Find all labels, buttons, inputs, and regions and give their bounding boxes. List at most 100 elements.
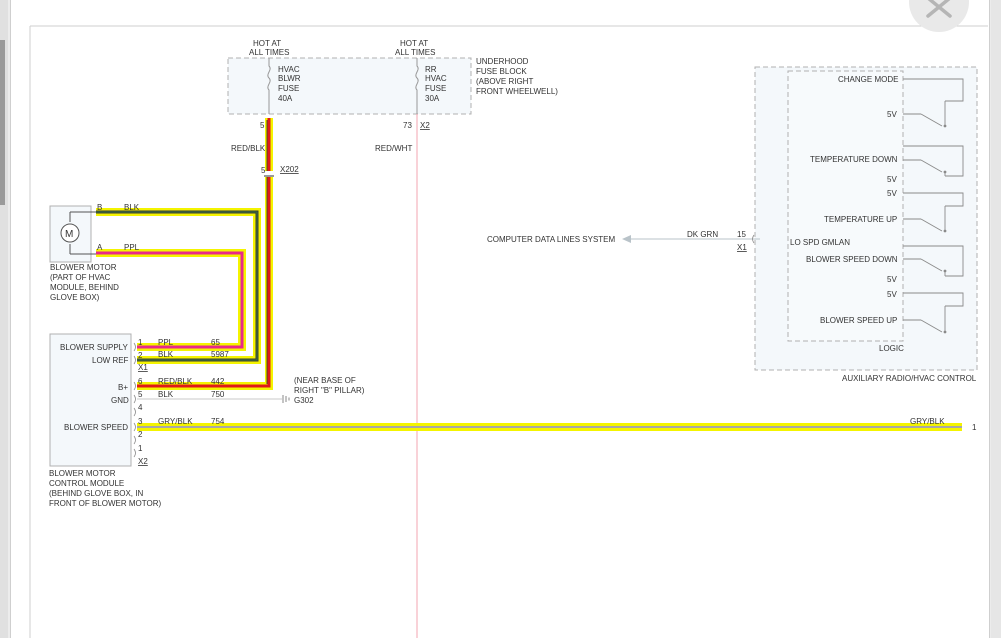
control-module-box (49, 333, 132, 467)
ppl-wire (96, 251, 244, 349)
hot-at-all-times-1a: HOT AT (253, 39, 281, 48)
cm-connector-x2: X2 (138, 457, 148, 466)
computer-data-lines-label: COMPUTER DATA LINES SYSTEM (487, 235, 616, 244)
fuse2-line4: 30A (425, 94, 440, 103)
x202-pin: 5 (261, 166, 266, 175)
lo-spd-gmlan-label: LO SPD GMLAN (790, 238, 850, 247)
row-ppl-color: PPL (158, 338, 174, 347)
blower-motor-label-1: BLOWER MOTOR (50, 263, 117, 272)
fuse1-line4: 40A (278, 94, 293, 103)
red-wht-label: RED/WHT (375, 144, 412, 153)
red-blk-wire (137, 118, 271, 388)
fuse2-line3: FUSE (425, 84, 446, 93)
control-module-label-1: BLOWER MOTOR (49, 469, 116, 478)
row-blk750-color: BLK (158, 390, 174, 399)
blower-motor-label-2: (PART OF HVAC (50, 273, 111, 282)
blower-motor-label-3: MODULE, BEHIND (50, 283, 119, 292)
fuse-block-label-4: FRONT WHEELWELL) (476, 87, 558, 96)
data-arrow-icon (622, 235, 631, 243)
gry-blk-right-label: GRY/BLK (910, 417, 945, 426)
control-module-label-2: CONTROL MODULE (49, 479, 124, 488)
blower-up-label: BLOWER SPEED UP (820, 316, 897, 325)
row-gryblk-circuit: 754 (211, 417, 225, 426)
row-blk-color: BLK (158, 350, 174, 359)
fuse-pin-5: 5 (260, 121, 265, 130)
fivev-label-2: 5V (887, 175, 897, 184)
logic-label: LOGIC (879, 344, 904, 353)
cm-pin-2b: 2 (138, 430, 143, 439)
ground-id: G302 (294, 396, 314, 405)
aux-connector-arc (752, 234, 755, 244)
cm-pin-6: 6 (138, 377, 143, 386)
fuse-block-label-3: (ABOVE RIGHT (476, 77, 533, 86)
fuse-connector-x2: X2 (420, 121, 430, 130)
fuse1-line1: HVAC (278, 65, 300, 74)
cm-pin-1a: 1 (138, 338, 143, 347)
fuse-pin-73: 73 (403, 121, 412, 130)
fivev-label-4: 5V (887, 275, 897, 284)
fuse1-line2: BLWR (278, 74, 301, 83)
x202-break (264, 171, 274, 177)
cm-pin-5: 5 (138, 390, 143, 399)
ground-note-1: (NEAR BASE OF (294, 376, 356, 385)
cm-pin-1b: 1 (138, 444, 143, 453)
blower-speed-label: BLOWER SPEED (64, 423, 128, 432)
blower-motor-label-4: GLOVE BOX) (50, 293, 100, 302)
gnd-label: GND (111, 396, 129, 405)
low-ref-label: LOW REF (92, 356, 129, 365)
dk-grn-label: DK GRN (687, 230, 718, 239)
motor-symbol-letter: M (65, 229, 73, 240)
row-blk750-circuit: 750 (211, 390, 225, 399)
aux-control-label: AUXILIARY RADIO/HVAC CONTROL (842, 374, 977, 383)
close-icon (926, 0, 952, 18)
ground-note-2: RIGHT "B" PILLAR) (294, 386, 365, 395)
motor-symbol-icon (60, 223, 80, 243)
row-redblk-circuit: 442 (211, 377, 225, 386)
red-blk-label: RED/BLK (231, 144, 266, 153)
switch-circuits (903, 78, 964, 333)
hot-at-all-times-1b: ALL TIMES (249, 48, 289, 57)
fuse-block-label-2: FUSE BLOCK (476, 67, 527, 76)
fuse-symbol-2 (415, 58, 419, 114)
connector-arcs (133, 342, 136, 458)
aux-pin-15: 15 (737, 230, 746, 239)
temp-down-label: TEMPERATURE DOWN (810, 155, 898, 164)
blower-supply-label: BLOWER SUPPLY (60, 343, 129, 352)
cm-pin-4: 4 (138, 403, 143, 412)
row-redblk-color: RED/BLK (158, 377, 193, 386)
left-scrollbar[interactable] (0, 0, 8, 638)
motor-pin-a: A (97, 243, 103, 252)
right-gutter (991, 0, 1001, 638)
row-blk-circuit: 5987 (211, 350, 229, 359)
temp-up-label: TEMPERATURE UP (824, 215, 897, 224)
aux-connector-x1: X1 (737, 243, 747, 252)
row-ppl-circuit: 65 (211, 338, 220, 347)
switch-contacts (943, 124, 947, 334)
blk-wire-core (96, 211, 258, 361)
x202-label: X202 (280, 165, 299, 174)
ground-symbol-icon (282, 395, 290, 403)
fivev-label-1: 5V (887, 110, 897, 119)
fuse2-line1: RR (425, 65, 437, 74)
fuse1-line3: FUSE (278, 84, 299, 93)
hot-at-all-times-2a: HOT AT (400, 39, 428, 48)
ppl-label: PPL (124, 243, 140, 252)
motor-pin-b: B (97, 203, 102, 212)
fuse2-line2: HVAC (425, 74, 447, 83)
cm-connector-x1: X1 (138, 363, 148, 372)
cm-pin-3: 3 (138, 417, 143, 426)
row-gryblk-color: GRY/BLK (158, 417, 193, 426)
control-module-label-3: (BEHIND GLOVE BOX, IN (49, 489, 143, 498)
gry-blk-right-pin: 1 (972, 423, 977, 432)
fuse-symbol-1 (267, 58, 271, 114)
hot-at-all-times-2b: ALL TIMES (395, 48, 435, 57)
blk-label: BLK (124, 203, 140, 212)
bplus-label: B+ (118, 383, 128, 392)
logic-box (787, 70, 904, 342)
change-mode-label: CHANGE MODE (838, 75, 898, 84)
blower-down-label: BLOWER SPEED DOWN (806, 255, 898, 264)
control-module-label-4: FRONT OF BLOWER MOTOR) (49, 499, 161, 508)
fivev-label-3: 5V (887, 189, 897, 198)
scrollbar-thumb[interactable] (0, 40, 5, 205)
